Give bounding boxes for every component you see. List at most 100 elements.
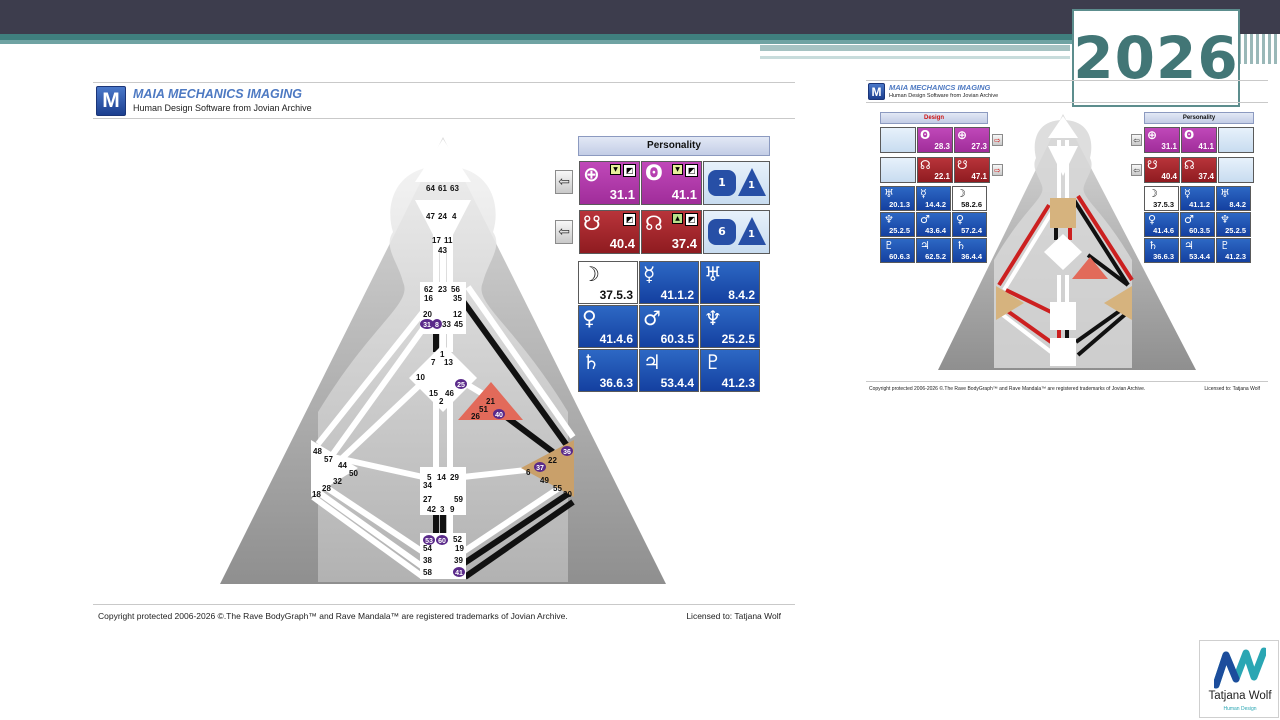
svg-text:8: 8 xyxy=(435,322,439,329)
pluto-icon: ♇ xyxy=(884,239,894,252)
personality-mercury-cell[interactable]: ☿41.1.2 xyxy=(639,261,699,304)
spleen-center-small xyxy=(996,286,1024,320)
neptune-value: 25.2.5 xyxy=(1225,226,1246,235)
personality-pluto-cell[interactable]: ♇41.2.3 xyxy=(700,349,760,392)
bodygraph-panel-comparison: M MAIA MECHANICS IMAGING Human Design So… xyxy=(866,80,1268,396)
app-brand-small: MAIA MECHANICS IMAGING xyxy=(889,83,991,92)
personality-small-venus-cell[interactable]: ♀41.4.6 xyxy=(1144,212,1179,237)
personality-row2-arrow-button-small[interactable]: ⇦ xyxy=(1131,164,1142,176)
earth-icon: ⊕ xyxy=(583,162,600,186)
gate-12: 12 xyxy=(453,310,462,319)
app-header: M MAIA MECHANICS IMAGING Human Design So… xyxy=(93,82,795,119)
uranus-value: 8.4.2 xyxy=(728,288,755,302)
slide-accent-bar-4 xyxy=(760,56,1070,59)
personality-small-mercury-cell[interactable]: ☿41.1.2 xyxy=(1180,186,1215,211)
gate-34: 34 xyxy=(423,481,432,490)
gate-63: 63 xyxy=(450,184,459,193)
design-saturn-cell[interactable]: ♄36.4.4 xyxy=(952,238,987,263)
ego-center xyxy=(458,382,523,420)
design-mars-cell[interactable]: ♂43.6.4 xyxy=(916,212,951,237)
sacral-center xyxy=(420,467,466,515)
personality-venus-cell[interactable]: ♀41.4.6 xyxy=(578,305,638,348)
gate-1: 1 xyxy=(440,350,445,359)
personality-south-node-cell[interactable]: ☋ ◩ 40.4 xyxy=(579,210,640,254)
design-earth-cell[interactable]: ⊕ 27.3 xyxy=(954,127,990,153)
gate-62: 62 xyxy=(424,285,433,294)
gate-37-active xyxy=(534,462,546,472)
earth-icon: ⊕ xyxy=(957,128,968,142)
pluto-icon: ♇ xyxy=(704,350,722,374)
svg-text:25: 25 xyxy=(457,382,465,389)
personality-earth-cell-small[interactable]: ⊕ 31.1 xyxy=(1144,127,1180,153)
personality-row1-arrow-button[interactable]: ⇦ xyxy=(555,170,573,194)
personality-sun-cell-small[interactable]: ʘ 41.1 xyxy=(1181,127,1217,153)
uranus-value: 8.4.2 xyxy=(1229,200,1246,209)
personality-mars-cell[interactable]: ♂60.3.5 xyxy=(639,305,699,348)
north-node-icon: ☊ xyxy=(920,158,931,172)
copyright-text-small: Copyright protected 2006-2026 ©.The Rave… xyxy=(869,386,1146,392)
design-south-node-cell[interactable]: ☋ 47.1 xyxy=(954,157,990,183)
gate-10: 10 xyxy=(416,373,425,382)
uranus-value: 20.1.3 xyxy=(889,200,910,209)
personality-north-node-cell[interactable]: ☊ ▲ ◩ 37.4 xyxy=(641,210,702,254)
gate-50: 50 xyxy=(349,469,358,478)
personality-icons-cell-small-1 xyxy=(1218,127,1254,153)
personality-small-pluto-cell[interactable]: ♇41.2.3 xyxy=(1216,238,1251,263)
design-mercury-cell[interactable]: ☿14.4.2 xyxy=(916,186,951,211)
design-uranus-cell[interactable]: ♅20.1.3 xyxy=(880,186,915,211)
personality-small-uranus-cell[interactable]: ♅8.4.2 xyxy=(1216,186,1251,211)
gate-64: 64 xyxy=(426,184,435,193)
design-north-node-cell[interactable]: ☊ 22.1 xyxy=(917,157,953,183)
personality-sun-cell[interactable]: ʘ ▼ ◩ 41.1 xyxy=(641,161,702,205)
gate-54: 54 xyxy=(423,544,432,553)
personality-icons-cell-2: 6 1 xyxy=(703,210,770,254)
solar-center xyxy=(521,440,574,497)
design-moon-cell[interactable]: ☽58.2.6 xyxy=(952,186,987,211)
design-row2-arrow-button[interactable]: ⇨ xyxy=(992,164,1003,176)
moon-icon: ☽ xyxy=(956,187,966,200)
design-row1-arrow-button[interactable]: ⇨ xyxy=(992,134,1003,146)
design-sun-cell[interactable]: ʘ 28.3 xyxy=(917,127,953,153)
gate-13: 13 xyxy=(444,358,453,367)
personality-row1-arrow-button-small[interactable]: ⇦ xyxy=(1131,134,1142,146)
design-venus-cell[interactable]: ♀57.2.4 xyxy=(952,212,987,237)
slide-accent-bar-2 xyxy=(0,40,1080,44)
design-jupiter-cell[interactable]: ♃62.5.2 xyxy=(916,238,951,263)
gate-28: 28 xyxy=(322,484,331,493)
south-node-value-small: 40.4 xyxy=(1161,172,1177,181)
personality-small-neptune-cell[interactable]: ♆25.2.5 xyxy=(1216,212,1251,237)
neptune-icon: ♆ xyxy=(1220,213,1230,226)
personality-small-mars-cell[interactable]: ♂60.3.5 xyxy=(1180,212,1215,237)
gate-7: 7 xyxy=(431,358,436,367)
copyright-text: Copyright protected 2006-2026 ©.The Rave… xyxy=(98,611,568,621)
personality-row2-arrow-button[interactable]: ⇦ xyxy=(555,220,573,244)
gate-20: 20 xyxy=(423,310,432,319)
head-center xyxy=(415,139,471,182)
personality-neptune-cell[interactable]: ♆25.2.5 xyxy=(700,305,760,348)
venus-value: 57.2.4 xyxy=(961,226,982,235)
quarter-icon: ◩ xyxy=(623,164,636,177)
personality-small-saturn-cell[interactable]: ♄36.6.3 xyxy=(1144,238,1179,263)
design-pluto-cell[interactable]: ♇60.6.3 xyxy=(880,238,915,263)
south-node-icon: ☋ xyxy=(1147,158,1158,172)
triangle-down-icon: ▼ xyxy=(610,164,621,175)
personality-jupiter-cell[interactable]: ♃53.4.4 xyxy=(639,349,699,392)
triangle-icon xyxy=(738,168,766,196)
personality-saturn-cell[interactable]: ♄36.6.3 xyxy=(578,349,638,392)
personality-small-jupiter-cell[interactable]: ♃53.4.4 xyxy=(1180,238,1215,263)
jupiter-icon: ♃ xyxy=(920,239,930,252)
saturn-value: 36.6.3 xyxy=(599,376,633,390)
personality-earth-cell[interactable]: ⊕ ▼ ◩ 31.1 xyxy=(579,161,640,205)
personality-south-node-cell-small[interactable]: ☋ 40.4 xyxy=(1144,157,1180,183)
earth-value: 31.1 xyxy=(609,187,635,202)
personality-moon-cell[interactable]: ☽37.5.3 xyxy=(578,261,638,304)
mercury-value: 41.1.2 xyxy=(660,288,694,302)
personality-north-node-cell-small[interactable]: ☊ 37.4 xyxy=(1181,157,1217,183)
ajna-center xyxy=(415,200,471,254)
gate-43: 43 xyxy=(438,246,447,255)
slide-accent-bar xyxy=(0,34,1280,40)
design-neptune-cell[interactable]: ♆25.2.5 xyxy=(880,212,915,237)
personality-uranus-cell[interactable]: ♅8.4.2 xyxy=(700,261,760,304)
personality-small-moon-cell[interactable]: ☽37.5.3 xyxy=(1144,186,1179,211)
